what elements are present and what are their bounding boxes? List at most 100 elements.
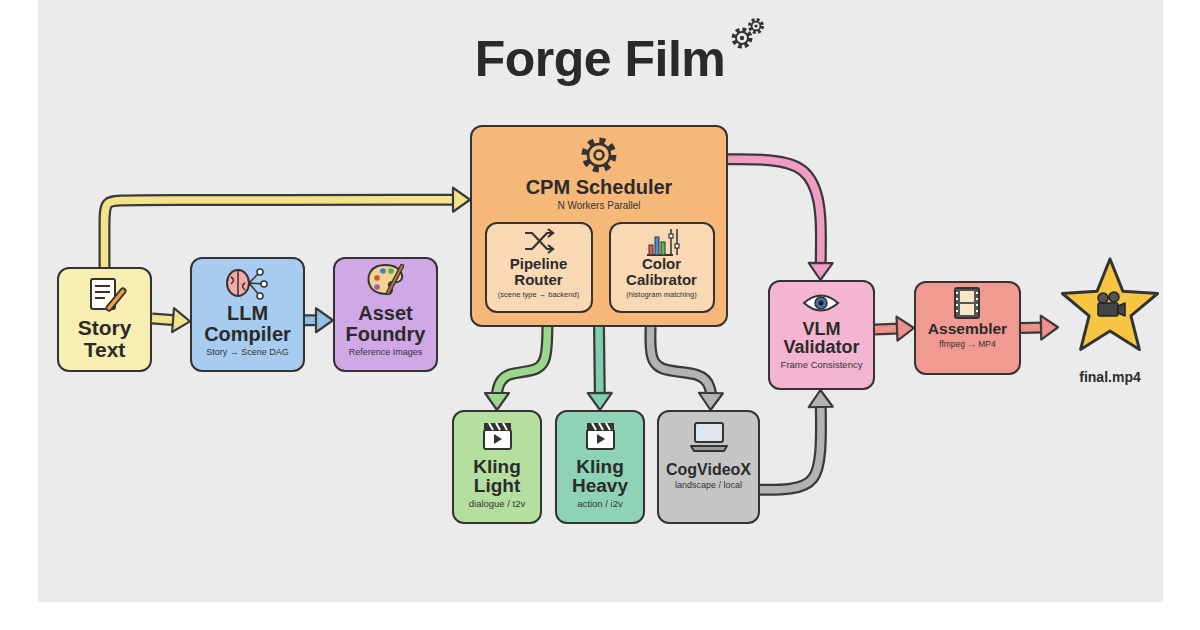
arrow-shaft <box>1021 324 1044 332</box>
clapper-bar <box>484 423 511 430</box>
arrow-shaft <box>105 200 457 267</box>
network-dot <box>261 281 267 287</box>
laptop-screen <box>695 423 723 442</box>
gear-icon <box>585 141 613 169</box>
arrow-head <box>172 308 190 332</box>
node-title: LLM Compiler <box>198 303 298 345</box>
slider-knob <box>669 234 673 238</box>
node-title: final.mp4 <box>1058 370 1162 385</box>
node-title: Story Text <box>65 317 145 361</box>
node-subtitle: action / i2v <box>560 499 640 509</box>
film-sprockets <box>957 292 977 312</box>
node-title: Kling Light <box>457 457 537 497</box>
arrow-head <box>485 393 509 410</box>
node-text-block: Pipeline Router (scene type → backend) <box>487 256 591 298</box>
node-subtitle: Frame Consistency <box>773 360 871 370</box>
node-title: CogVideoX <box>660 462 758 479</box>
network-links <box>249 272 264 296</box>
arrow-outline <box>728 159 821 266</box>
camera-lens <box>1118 303 1125 316</box>
clapper-body <box>587 430 614 449</box>
arrow-shaft <box>595 327 603 396</box>
arrow-head <box>1041 316 1058 340</box>
backend-box: Kling Heavyaction / i2v <box>555 410 645 524</box>
chart-axis <box>647 254 673 256</box>
node-subtitle: (scene type → backend) <box>491 291 587 299</box>
laptop-icon <box>691 423 727 451</box>
node-text-block: Story Text <box>59 317 150 361</box>
pencil-outline <box>109 291 123 308</box>
camera-reel <box>1098 293 1108 303</box>
flow-arrow <box>760 390 833 490</box>
arrow-head <box>699 393 723 410</box>
star-shape <box>1062 259 1157 350</box>
paint-dot <box>374 275 380 281</box>
flow-arrow <box>105 188 471 267</box>
node-subtitle: Reference Images <box>338 348 434 357</box>
node-subtitle: ffmpeg → MP4 <box>917 340 1019 349</box>
node-text-block: Asset FoundryReference Images <box>335 303 436 357</box>
flow-arrow <box>152 308 190 332</box>
eye-pupil <box>819 301 824 306</box>
flow-arrow <box>1021 316 1058 340</box>
clapperboard-icon <box>484 423 511 449</box>
paint-dot <box>388 268 394 274</box>
arrow-outline <box>760 404 821 490</box>
arrow-outline <box>650 327 710 396</box>
flow-arrow <box>875 317 914 341</box>
node-subtitle: (histogram matching) <box>614 291 710 299</box>
node-text-block: LLM CompilerStory → Scene DAG <box>192 303 303 357</box>
title-layer: Forge Film <box>0 34 1200 84</box>
arrow-outline <box>875 323 900 336</box>
node-text-block: Color Calibrator (histogram matching) <box>611 256 713 298</box>
clapperboard-icon <box>587 423 614 449</box>
clapper-bar <box>587 423 614 430</box>
slider-track <box>671 229 677 255</box>
gear-body <box>588 144 610 166</box>
slider-knob <box>675 244 679 248</box>
node-title: VLM Validator <box>773 320 871 358</box>
chart-bar <box>649 245 653 255</box>
module-box: Color Calibrator (histogram matching) <box>609 222 715 313</box>
backend-box: Kling Lightdialogue / t2v <box>452 410 542 524</box>
camera-body <box>1098 303 1118 316</box>
eye-outline <box>804 296 838 311</box>
arrow-head <box>588 393 612 410</box>
shuffle-path <box>525 233 552 249</box>
chart-bar <box>661 242 665 255</box>
flow-arrow <box>650 327 723 410</box>
arrow-outline <box>305 314 319 326</box>
gear-teeth <box>734 30 750 46</box>
palette-icon <box>369 265 403 294</box>
input-box: Story Text <box>57 267 152 372</box>
flow-arrow <box>588 327 612 410</box>
arrow-shaft <box>650 327 710 396</box>
document-icon <box>91 279 123 309</box>
backend-box: CogVideoXlandscape / local <box>657 410 760 524</box>
film-frame <box>960 291 974 302</box>
play-triangle <box>597 434 605 444</box>
shuffle-path <box>525 233 552 249</box>
node-title: Color Calibrator <box>614 256 710 288</box>
arrow-outline <box>593 327 606 396</box>
output-star: final.mp4 <box>1058 252 1162 394</box>
clapper-body <box>484 430 511 449</box>
arrow-outline <box>1021 322 1044 334</box>
shuffle-heads <box>548 229 553 253</box>
paint-dot <box>374 284 380 290</box>
brain-folds <box>231 271 245 295</box>
arrow-shaft <box>152 318 176 320</box>
brain-shape <box>227 270 249 296</box>
document-sheet <box>91 279 115 309</box>
clapper-stripes <box>489 423 507 430</box>
node-title: CPM Scheduler <box>479 177 719 198</box>
camera-icon <box>1098 292 1125 316</box>
film-frame <box>960 304 974 315</box>
module-box: Pipeline Router (scene type → backend) <box>485 222 593 313</box>
brush-outline <box>388 266 402 293</box>
node-text-block: final.mp4 <box>1058 370 1162 385</box>
camera-reel <box>1109 292 1119 302</box>
node-title: Pipeline Router <box>491 256 587 288</box>
chart-bar <box>655 237 659 255</box>
